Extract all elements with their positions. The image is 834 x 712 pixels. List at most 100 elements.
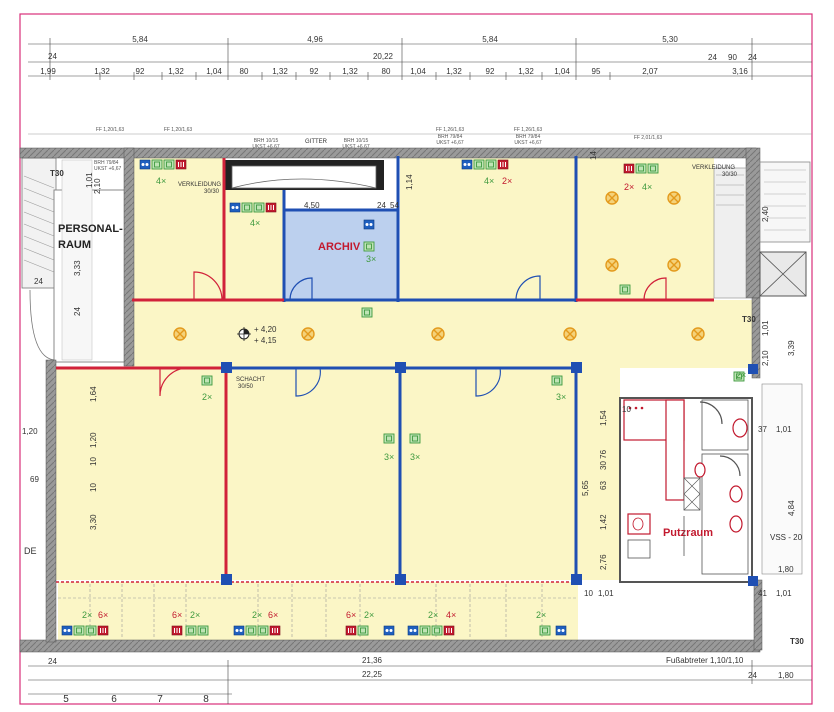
power-outlet-icon — [245, 625, 257, 636]
mult-green: 2× — [190, 610, 200, 620]
power-outlet-icon — [361, 307, 373, 318]
dim-bath-3076: 30 76 — [599, 449, 608, 470]
dim-r-240: 2,40 — [761, 206, 770, 222]
mult-red: 2× — [502, 176, 512, 186]
sheet-border — [19, 13, 813, 705]
network-outlet-icon — [229, 202, 241, 213]
ff-1: FF 1,20/1,63 — [96, 127, 125, 133]
mult-green: 2× — [202, 392, 212, 402]
dim-bath-565: 5,65 — [581, 480, 590, 496]
bottom-dimension-lines — [28, 660, 812, 704]
power-outlet-icon — [257, 625, 269, 636]
dim-r-41: 41 — [758, 589, 767, 598]
ff-4: FF 1,26/1,63 — [514, 127, 543, 133]
room-putzraum: Putzraum — [663, 527, 713, 539]
power-outlet-icon — [551, 375, 563, 386]
dim-side-120: 1,20 — [22, 427, 38, 436]
red-partitions — [56, 158, 714, 580]
dim-r3-0: 1,99 — [40, 67, 56, 76]
power-outlet-icon — [73, 625, 85, 636]
vss-label: VSS - 20 — [770, 533, 803, 542]
data-outlet-icon — [269, 625, 281, 636]
dim-r3-1: 1,32 — [94, 67, 110, 76]
power-outlet-icon — [619, 284, 631, 295]
dim-r3-3: 1,32 — [168, 67, 184, 76]
dim-archiv-w: 4,50 — [304, 201, 320, 210]
axis-6: 6 — [111, 694, 117, 705]
power-outlet-icon — [357, 625, 369, 636]
dim-r3-6: 1,32 — [272, 67, 288, 76]
dim-r3-16: 2,07 — [642, 67, 658, 76]
right-utility — [713, 161, 811, 575]
columns — [221, 362, 758, 586]
power-outlet-icon — [473, 159, 485, 170]
dim-4-96: 4,96 — [307, 35, 323, 44]
dim-left-24: 24 — [34, 277, 43, 286]
fussabtreter-label: Fußabtreter 1,10/1,10 — [666, 656, 744, 665]
mult-green: 3× — [410, 452, 420, 462]
de-label: DE — [24, 546, 37, 556]
verkleidung-right: VERKLEIDUNG — [692, 165, 735, 171]
network-outlet-icon — [139, 159, 151, 170]
dim-left-h3: 3,33 — [73, 260, 82, 276]
dim-24-r1: 24 — [708, 53, 717, 62]
dim-r-101c: 1,01 — [776, 589, 792, 598]
lamp-icon — [301, 327, 315, 341]
dim-r-210: 2,10 — [761, 350, 770, 366]
ukst-3: UKST +6,67 — [342, 144, 370, 150]
power-outlet-icon — [363, 241, 375, 252]
dim-90: 90 — [728, 53, 737, 62]
room-personal-line2: RAUM — [58, 239, 91, 251]
network-outlet-icon — [233, 625, 245, 636]
power-outlet-icon — [431, 625, 443, 636]
ukst-5: UKST +6,67 — [514, 140, 542, 146]
data-outlet-icon — [497, 159, 509, 170]
bottom-dimensions: 24 21,36 22,25 24 1,80 5 6 7 8 — [48, 656, 794, 705]
dim-r3-17: 3,16 — [732, 67, 748, 76]
exterior-walls — [19, 147, 763, 653]
power-outlet-icon — [201, 375, 213, 386]
dim-20-22: 20,22 — [373, 52, 394, 61]
dim-r1-h: 1,14 — [405, 174, 414, 190]
mult-green: 4× — [642, 182, 652, 192]
dim-mid-10a: 10 — [89, 457, 98, 466]
brh-4: BRH 79/84 — [438, 134, 463, 140]
lamp-icon — [667, 258, 681, 272]
t30-right: T30 — [742, 315, 756, 324]
dim-r-37: 37 — [758, 425, 767, 434]
mult-red: 4× — [446, 610, 456, 620]
power-outlet-icon — [635, 163, 647, 174]
data-outlet-icon — [443, 625, 455, 636]
mult-green: 2× — [428, 610, 438, 620]
schacht-label: SCHACHT — [236, 377, 265, 383]
dim-5-84-b: 5,84 — [482, 35, 498, 44]
dim-left-h4: 24 — [73, 307, 82, 316]
axis-7: 7 — [157, 694, 163, 705]
power-outlet-icon — [85, 625, 97, 636]
dim-bath-154: 1,54 — [599, 410, 608, 426]
top-dimension-lines — [28, 38, 812, 80]
network-outlet-icon — [461, 159, 473, 170]
mult-green: 3× — [366, 254, 376, 264]
dim-left-h2: 2,10 — [93, 178, 102, 194]
data-outlet-icon — [171, 625, 183, 636]
office-fills — [54, 158, 754, 640]
level-420: + 4,20 — [254, 325, 277, 334]
stair-area — [21, 157, 57, 361]
dim-side-69: 69 — [30, 475, 39, 484]
mult-green: 3× — [556, 392, 566, 402]
dim-24-left: 24 — [48, 52, 57, 61]
gitter-label: GITTER — [305, 139, 328, 145]
dim-r3-9: 80 — [382, 67, 391, 76]
top-dimension-row1: 5,84 4,96 5,84 5,30 — [132, 35, 678, 44]
room-personal-line1: PERSONAL- — [58, 223, 123, 235]
dim-r3-10: 1,04 — [410, 67, 426, 76]
mult-red: 2× — [624, 182, 634, 192]
power-outlet-icon — [409, 433, 421, 444]
dim-bath-142: 1,42 — [599, 514, 608, 530]
dim-bath-276: 2,76 — [599, 554, 608, 570]
dim-bot-10: 10 — [584, 589, 593, 598]
network-outlet-icon — [363, 219, 375, 230]
lamp-icon — [605, 191, 619, 205]
